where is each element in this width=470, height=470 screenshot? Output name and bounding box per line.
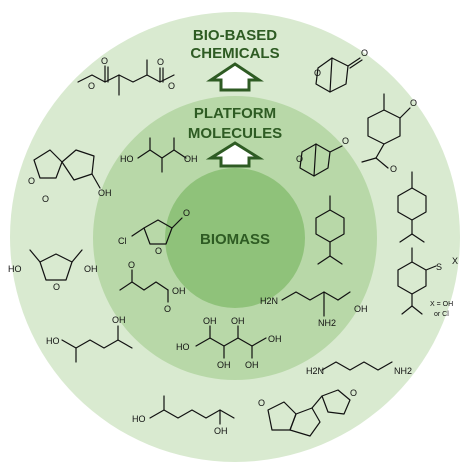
sorbitol-ho: HO — [176, 342, 190, 352]
lysine-oh: OH — [354, 304, 368, 314]
spiro-lactone-molecule: O O OH — [28, 149, 112, 204]
itaconic-ho: HO — [120, 154, 134, 164]
fdca-oh: OH — [84, 264, 98, 274]
fdca-molecule: O HO OH — [8, 249, 98, 292]
sulfonyl-molecule: S X X = OH or Cl — [397, 247, 458, 318]
limonene-molecule — [315, 195, 345, 265]
sorbitol-molecule: HO OH OH OH OH OH — [176, 316, 282, 370]
itaconic-acid-molecule: HO OH — [120, 137, 198, 173]
bicyclic-o2: O — [361, 48, 368, 58]
x-definition-line1: X = OH — [430, 301, 453, 308]
octanediol-oh: OH — [214, 426, 228, 436]
outer-title-line2: CHEMICALS — [190, 45, 279, 62]
sulfonyl-s: S — [436, 262, 442, 272]
sorbitol-oh1: OH — [203, 316, 217, 326]
p-cymene-molecule — [397, 171, 427, 243]
diester-o4: O — [168, 81, 175, 91]
octanediol-molecule: HO OH — [132, 395, 235, 436]
spiro-o2: O — [42, 194, 49, 204]
diester-o1: O — [101, 56, 108, 66]
lysine-molecule: H2N NH2 OH — [260, 291, 368, 328]
lysine-nh2: NH2 — [318, 318, 336, 328]
isosorbide-carbonate-molecule: O O — [258, 388, 357, 437]
spiro-oh: OH — [98, 188, 112, 198]
diester-o3: O — [157, 57, 164, 67]
sorbitol-oh3: OH — [231, 316, 245, 326]
carbonate-o1: O — [258, 398, 265, 408]
cadaverine-molecule: H2N NH2 — [306, 361, 412, 376]
sorbitol-oh4: OH — [245, 360, 259, 370]
levulinic-acid-molecule: O O OH — [119, 260, 186, 314]
bicyclic-o1: O — [314, 68, 321, 78]
levoglucosenone-o1: O — [296, 154, 303, 164]
middle-title-line1: PLATFORM — [194, 105, 276, 122]
levulinic-o1: O — [128, 260, 135, 270]
middle-title-line2: MOLECULES — [188, 125, 282, 142]
cmf-o-aldehyde: O — [183, 208, 190, 218]
sorbitol-oh5: OH — [268, 334, 282, 344]
cmf-o-ring: O — [155, 246, 162, 256]
hexanediol-ho: HO — [46, 336, 60, 346]
diepoxide-molecule: O O — [361, 93, 417, 174]
diester-o2: O — [88, 81, 95, 91]
carbonate-o2: O — [350, 388, 357, 398]
upper-arrow — [206, 62, 264, 92]
levulinic-oh: OH — [172, 286, 186, 296]
cadaverine-nh2: NH2 — [394, 366, 412, 376]
inner-circle — [165, 168, 305, 308]
cmf-molecule: Cl O O — [118, 208, 190, 256]
fdca-o-ring: O — [53, 282, 60, 292]
sorbitol-oh2: OH — [217, 360, 231, 370]
hexanediol-oh: OH — [112, 315, 126, 325]
itaconic-oh: OH — [184, 154, 198, 164]
x-definition-line2: or Cl — [434, 311, 449, 318]
levulinic-o2: O — [164, 304, 171, 314]
spiro-o1: O — [28, 176, 35, 186]
inner-title: BIOMASS — [200, 231, 270, 248]
sulfonyl-x: X — [452, 256, 458, 266]
bicyclic-ketone-molecule: O O — [314, 48, 368, 93]
diepoxide-o2: O — [390, 164, 397, 174]
diepoxide-o1: O — [410, 98, 417, 108]
cmf-cl: Cl — [118, 236, 127, 246]
levoglucosenone-o2: O — [342, 136, 349, 146]
outer-title-line1: BIO-BASED — [193, 27, 277, 44]
lower-arrow — [205, 141, 265, 168]
hexanediol-molecule: HO OH — [46, 315, 133, 363]
cadaverine-h2n: H2N — [306, 366, 324, 376]
fdca-ho: HO — [8, 264, 22, 274]
lysine-h2n: H2N — [260, 296, 278, 306]
diester-molecule: O O O O — [77, 56, 175, 96]
octanediol-ho: HO — [132, 414, 146, 424]
levoglucosenone-molecule: O O — [296, 136, 349, 177]
